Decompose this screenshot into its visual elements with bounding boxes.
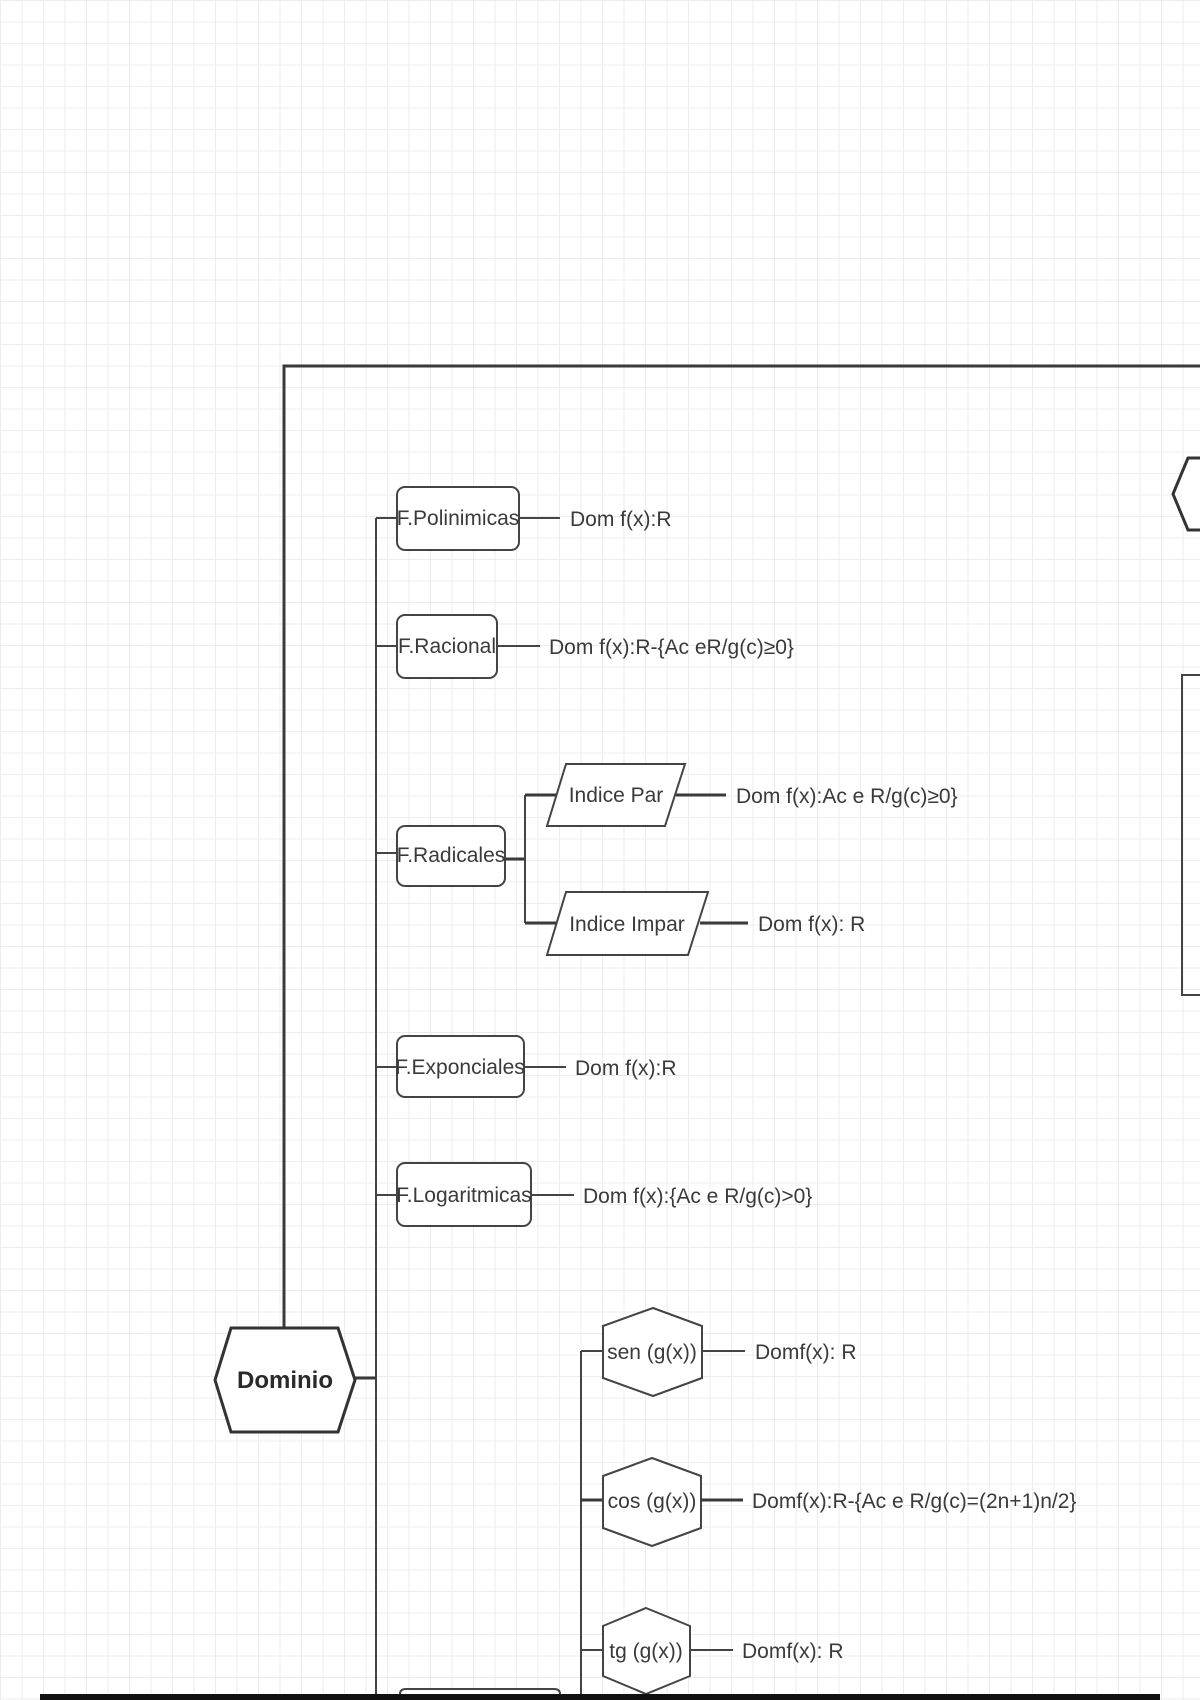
node-radicales-shape bbox=[396, 825, 506, 887]
node-cos-shape bbox=[602, 1456, 702, 1548]
domain-tg: Domf(x): R bbox=[742, 1640, 844, 1663]
node-indice-par-label: Indice Par bbox=[569, 784, 664, 807]
root-hexagon-shape bbox=[213, 1326, 357, 1434]
node-sen-label: sen (g(x)) bbox=[607, 1341, 697, 1364]
domain-cos: Domf(x):R-{Ac e R/g(c)=(2n+1)n/2} bbox=[752, 1490, 1076, 1513]
domain-indice-par: Dom f(x):Ac e R/g(c)≥0} bbox=[736, 785, 958, 808]
node-indice-par-shape bbox=[545, 763, 687, 827]
right-partial-node[interactable] bbox=[1171, 456, 1200, 532]
node-cos[interactable]: cos (g(x)) bbox=[602, 1456, 702, 1548]
connector-root-to-right bbox=[282, 364, 1200, 1328]
node-radicales[interactable]: F.Radicales bbox=[396, 825, 506, 887]
root-node-dominio[interactable]: Dominio bbox=[213, 1326, 357, 1434]
node-racional-label: F.Racional bbox=[398, 635, 496, 658]
node-logaritmicas-label: F.Logaritmicas bbox=[396, 1184, 531, 1207]
bottom-border bbox=[40, 1694, 1160, 1700]
node-sen[interactable]: sen (g(x)) bbox=[602, 1306, 703, 1398]
node-exponciales[interactable]: F.Exponciales bbox=[395, 1035, 525, 1098]
node-indice-impar-shape bbox=[545, 891, 710, 956]
domain-sen: Domf(x): R bbox=[755, 1341, 857, 1364]
root-label: Dominio bbox=[237, 1367, 333, 1394]
node-logaritmicas[interactable]: F.Logaritmicas bbox=[396, 1162, 532, 1227]
node-tg[interactable]: tg (g(x)) bbox=[602, 1606, 691, 1696]
node-polinimicas[interactable]: F.Polinimicas bbox=[396, 486, 520, 551]
connector-right-partial bbox=[1181, 674, 1200, 996]
domain-polinimicas: Dom f(x):R bbox=[570, 508, 672, 531]
node-cos-label: cos (g(x)) bbox=[608, 1490, 697, 1513]
node-radicales-label: F.Radicales bbox=[397, 844, 506, 867]
node-indice-impar[interactable]: Indice Impar bbox=[545, 891, 710, 956]
node-tg-label: tg (g(x)) bbox=[609, 1640, 683, 1663]
domain-racional: Dom f(x):R-{Ac eR/g(c)≥0} bbox=[549, 636, 794, 659]
node-exponciales-label: F.Exponciales bbox=[395, 1056, 525, 1079]
domain-indice-impar: Dom f(x): R bbox=[758, 913, 865, 936]
node-indice-par[interactable]: Indice Par bbox=[545, 763, 687, 827]
node-indice-impar-label: Indice Impar bbox=[569, 913, 685, 936]
domain-exponciales: Dom f(x):R bbox=[575, 1057, 677, 1080]
domain-logaritmicas: Dom f(x):{Ac e R/g(c)>0} bbox=[583, 1185, 812, 1208]
node-racional[interactable]: F.Racional bbox=[396, 614, 498, 679]
node-sen-shape bbox=[602, 1306, 703, 1398]
node-polinimicas-label: F.Polinimicas bbox=[397, 507, 520, 530]
